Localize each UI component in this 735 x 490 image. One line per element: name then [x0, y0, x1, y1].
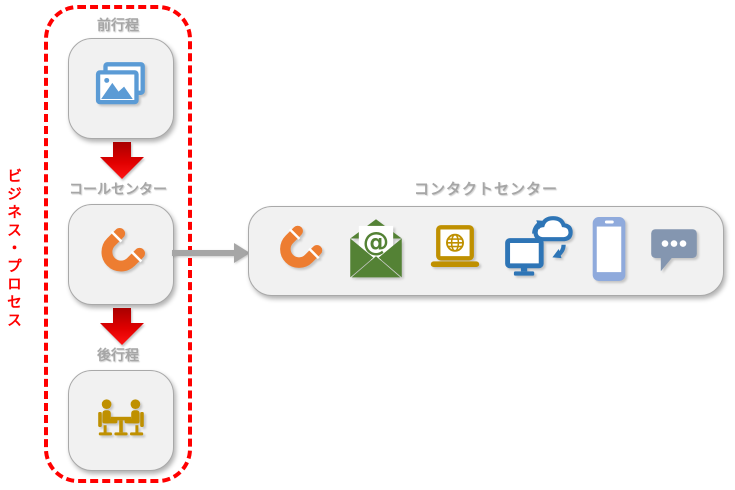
chat-bubble-icon	[644, 222, 704, 281]
smartphone-icon	[587, 215, 631, 288]
down-arrow-icon	[100, 308, 144, 345]
down-arrow-icon	[100, 142, 144, 179]
phone-icon	[268, 218, 330, 285]
phone-icon	[89, 220, 153, 289]
post-process-box	[68, 370, 174, 471]
meeting-icon	[89, 388, 153, 453]
step-label-callcenter: コールセンター	[69, 181, 167, 197]
laptop-globe-icon	[422, 218, 488, 285]
email-at-icon: @	[343, 216, 409, 287]
step-label-post: 後行程	[97, 347, 139, 363]
right-arrow-icon	[172, 243, 250, 263]
contact-center-box: @	[248, 206, 724, 296]
cloud-sync-icon	[500, 214, 574, 289]
contact-center-title: コンタクトセンター	[413, 181, 558, 198]
step-label-previous: 前行程	[97, 17, 139, 33]
vertical-process-label: ビジネス・プロセス	[5, 168, 22, 330]
call-center-box	[68, 204, 174, 305]
process-frame	[44, 5, 192, 483]
previous-process-box	[68, 38, 174, 139]
images-icon	[90, 55, 152, 122]
